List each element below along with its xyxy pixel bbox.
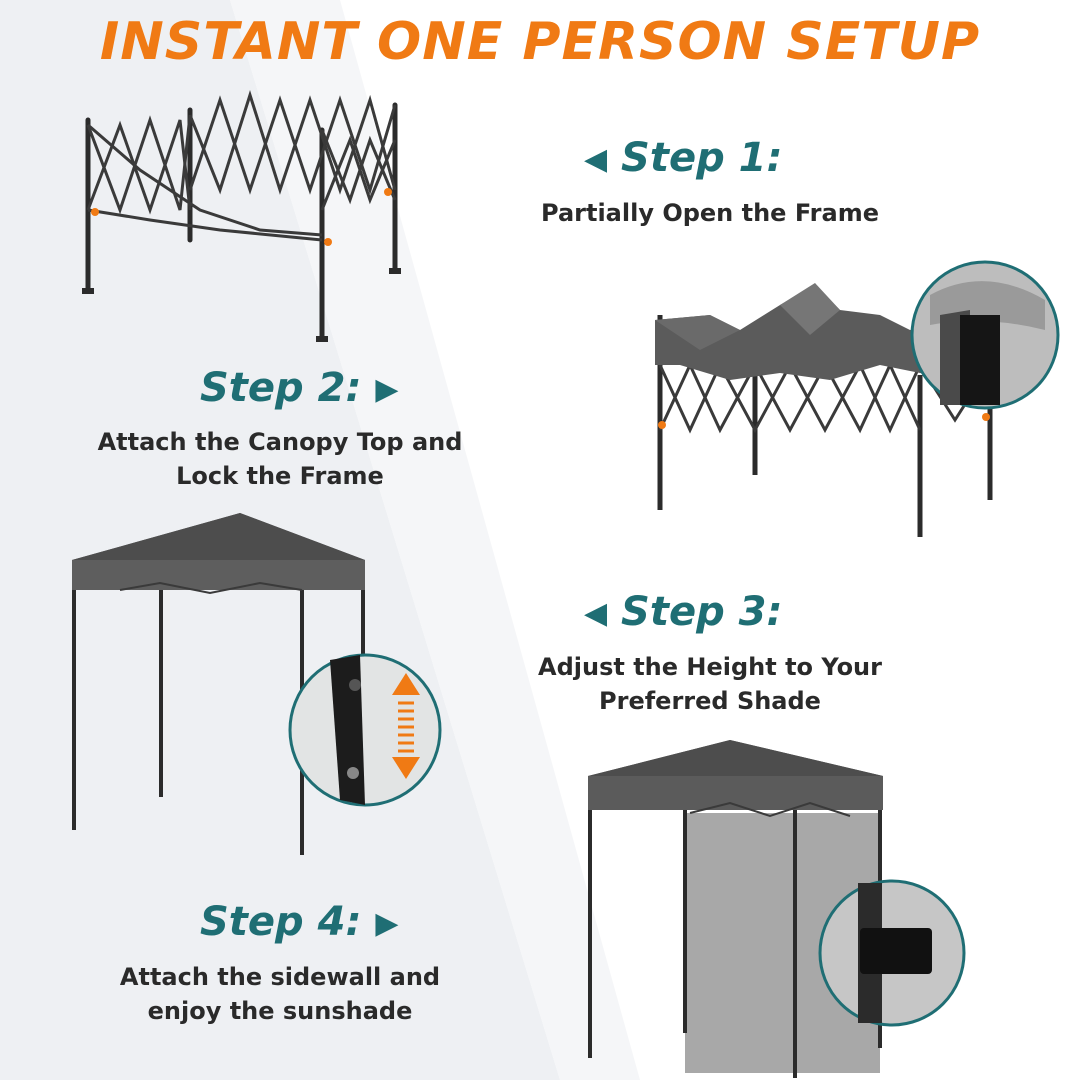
- step-4-line-1: Attach the sidewall and: [119, 963, 441, 991]
- illustration-sidewall: [588, 740, 966, 1078]
- step-2-line-2: Lock the Frame: [176, 462, 384, 490]
- left-triangle-icon: ◀: [584, 596, 608, 631]
- step-1-line-1: Partially Open the Frame: [541, 199, 879, 227]
- step-2-description: Attach the Canopy Top and Lock the Frame: [60, 425, 500, 493]
- illustration-open-frame: [82, 90, 401, 342]
- step-4-heading-text: Step 4:: [200, 899, 362, 945]
- step-3-heading: ◀ Step 3:: [584, 588, 782, 638]
- velcro-inset-icon: [910, 260, 1060, 410]
- step-3-description: Adjust the Height to Your Preferred Shad…: [500, 650, 920, 718]
- step-3-heading-text: Step 3:: [621, 589, 783, 635]
- step-3-line-1: Adjust the Height to Your: [538, 653, 882, 681]
- right-triangle-icon: ▶: [375, 372, 399, 407]
- sidewall-velcro-inset-icon: [818, 879, 966, 1027]
- height-inset-icon: [288, 653, 442, 807]
- step-1-heading: ◀ Step 1:: [584, 134, 782, 184]
- left-triangle-icon: ◀: [584, 142, 608, 177]
- right-triangle-icon: ▶: [375, 906, 399, 941]
- step-4-heading: Step 4: ▶: [200, 898, 398, 948]
- step-1-heading-text: Step 1:: [621, 135, 783, 181]
- step-2-heading: Step 2: ▶: [200, 364, 398, 414]
- illustration-height-adjust: [72, 513, 442, 855]
- step-1-description: Partially Open the Frame: [500, 196, 920, 230]
- step-2-line-1: Attach the Canopy Top and: [97, 428, 463, 456]
- step-2-heading-text: Step 2:: [200, 365, 362, 411]
- page-title: INSTANT ONE PERSON SETUP: [99, 12, 981, 72]
- step-4-line-2: enjoy the sunshade: [147, 997, 413, 1025]
- step-4-description: Attach the sidewall and enjoy the sunsha…: [60, 960, 500, 1028]
- illustration-canopy-attach: [655, 260, 1060, 537]
- step-3-line-2: Preferred Shade: [599, 687, 821, 715]
